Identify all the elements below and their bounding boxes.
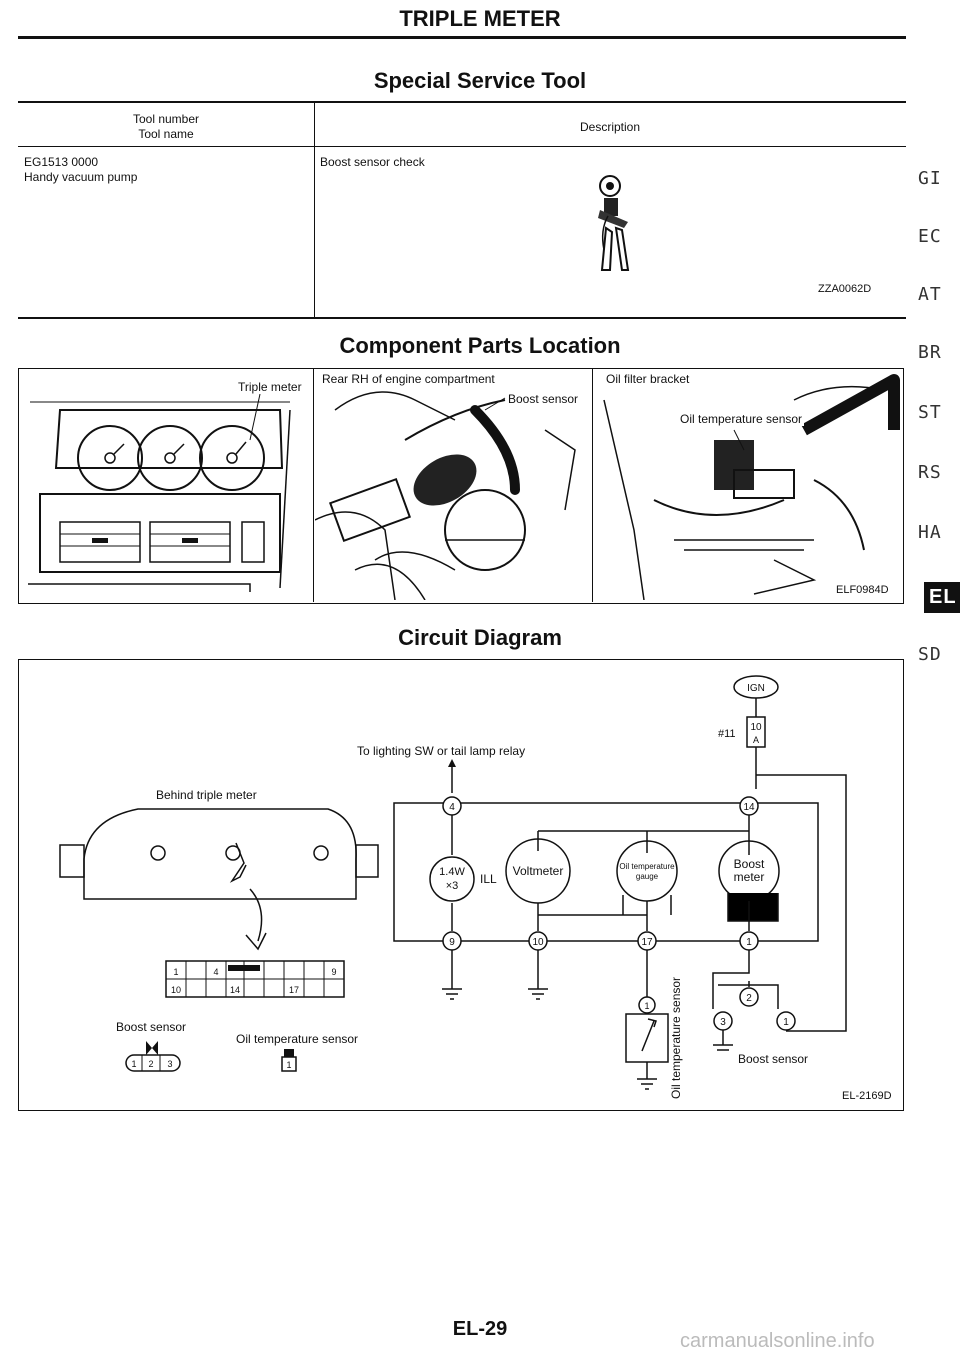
rear-rh-label: Rear RH of engine compartment xyxy=(320,372,497,386)
triple-meter-location-illustration xyxy=(28,393,291,592)
boost-connector-pin-2: 2 xyxy=(148,1059,153,1069)
circuit-figure-code: EL-2169D xyxy=(842,1090,892,1102)
triple-meter-label: Triple meter xyxy=(236,380,304,394)
boost-meter-label-2: meter xyxy=(734,870,765,884)
boost-sensor-location-label: Boost sensor xyxy=(506,392,581,406)
boost-sensor-pin-3: 3 xyxy=(720,1017,726,1028)
oil-temperature-sensor-location-illustration xyxy=(603,374,900,600)
circuit-diagram: IGN 10 A #11 To lighting SW or tail lamp… xyxy=(59,675,847,1099)
bulb-count: ×3 xyxy=(446,880,459,892)
ign-label: IGN xyxy=(747,683,765,694)
boost-meter-label-1: Boost xyxy=(734,857,765,871)
pin-4: 4 xyxy=(449,802,455,813)
section-title-circuit-diagram: Circuit Diagram xyxy=(398,625,562,650)
watermark: carmanualsonline.info xyxy=(680,1330,875,1352)
tool-cell: EG1513 0000 Handy vacuum pump xyxy=(24,155,137,185)
pin-1: 1 xyxy=(746,937,752,948)
pin-10: 10 xyxy=(532,937,544,948)
conn-pin-4: 4 xyxy=(213,967,218,977)
oil-filter-bracket-label: Oil filter bracket xyxy=(604,372,692,386)
boost-sensor-right-label: Boost sensor xyxy=(738,1052,808,1066)
circuit-diagram-frame xyxy=(18,659,904,1111)
boost-connector-pin-3: 3 xyxy=(167,1059,172,1069)
table-top-rule xyxy=(18,101,906,103)
voltmeter-label: Voltmeter xyxy=(513,864,564,878)
panel-divider-1 xyxy=(313,369,314,602)
conn-pin-10: 10 xyxy=(171,985,181,995)
conn-pin-9: 9 xyxy=(331,967,336,977)
meter-housing xyxy=(83,808,357,900)
oil-sensor-connector xyxy=(281,1056,297,1072)
fuse-rating-2: A xyxy=(753,735,759,745)
meter-connector xyxy=(165,960,345,998)
table-header-rule xyxy=(18,146,906,147)
fuse-id: #11 xyxy=(718,728,736,740)
section-title-component-parts-location: Component Parts Location xyxy=(339,333,621,358)
table-header-tool: Tool number Tool name xyxy=(18,112,314,142)
side-tab-at[interactable]: AT xyxy=(918,284,942,305)
side-tab-ha[interactable]: HA xyxy=(918,522,942,543)
ill-label: ILL xyxy=(480,872,497,886)
conn-pin-14: 14 xyxy=(230,985,240,995)
side-tab-rs[interactable]: RS xyxy=(918,462,942,483)
side-tab-sd[interactable]: SD xyxy=(918,644,942,665)
location-figure-code: ELF0984D xyxy=(834,584,891,596)
side-tab-el-active[interactable]: EL xyxy=(924,582,960,613)
oil-gauge-label-1: Oil temperature xyxy=(619,862,675,871)
side-tab-gi[interactable]: GI xyxy=(918,168,942,189)
tool-number: EG1513 0000 xyxy=(24,155,99,169)
boost-sensor-pin-2: 2 xyxy=(746,993,752,1004)
oil-connector-pin-1: 1 xyxy=(286,1060,291,1070)
bulb-wattage: 1.4W xyxy=(439,866,465,878)
header-tool-number: Tool number xyxy=(132,112,200,126)
boost-connector-pin-1: 1 xyxy=(131,1059,136,1069)
title-rule xyxy=(18,36,906,39)
fuse-rating-1: 10 xyxy=(750,722,762,733)
section-title-special-service-tool: Special Service Tool xyxy=(373,68,587,93)
panel-divider-2 xyxy=(592,369,593,602)
table-header-description: Description xyxy=(579,120,641,134)
side-tab-br[interactable]: BR xyxy=(918,342,942,363)
boost-sensor-pin-1: 1 xyxy=(783,1017,789,1028)
behind-meter-label: Behind triple meter xyxy=(156,788,257,802)
side-tab-st[interactable]: ST xyxy=(918,402,942,423)
side-tab-ec[interactable]: EC xyxy=(918,226,942,247)
illumination-bulbs xyxy=(429,856,475,902)
tool-description: Boost sensor check xyxy=(320,155,425,169)
tool-name: Handy vacuum pump xyxy=(24,170,138,184)
pin-14: 14 xyxy=(743,802,755,813)
boost-sensor-label: Boost sensor xyxy=(116,1020,186,1034)
table-col-divider xyxy=(314,103,315,317)
pin-9: 9 xyxy=(449,937,455,948)
component-location-frame xyxy=(18,368,904,604)
pin-17: 17 xyxy=(641,937,653,948)
conn-pin-1: 1 xyxy=(173,967,178,977)
conn-pin-17: 17 xyxy=(289,985,299,995)
vacuum-pump-illustration xyxy=(598,175,630,271)
boost-sensor-location-illustration xyxy=(315,391,576,600)
table-bottom-rule xyxy=(18,317,906,319)
page-title: TRIPLE METER xyxy=(399,6,561,31)
oil-sensor-label: Oil temperature sensor xyxy=(236,1032,358,1046)
oil-gauge-label-2: gauge xyxy=(636,872,659,881)
oil-sensor-pin-right: 1 xyxy=(644,1001,649,1011)
page-number: EL-29 xyxy=(452,1318,508,1340)
tool-figure-code: ZZA0062D xyxy=(818,283,872,295)
relay-label: To lighting SW or tail lamp relay xyxy=(357,744,525,758)
oil-sensor-vertical-label: Oil temperature sensor xyxy=(669,977,683,1099)
boost-sensor-connector xyxy=(125,1054,181,1072)
oil-temperature-sensor-location-label: Oil temperature sensor xyxy=(678,412,805,426)
header-tool-name: Tool name xyxy=(138,127,194,141)
